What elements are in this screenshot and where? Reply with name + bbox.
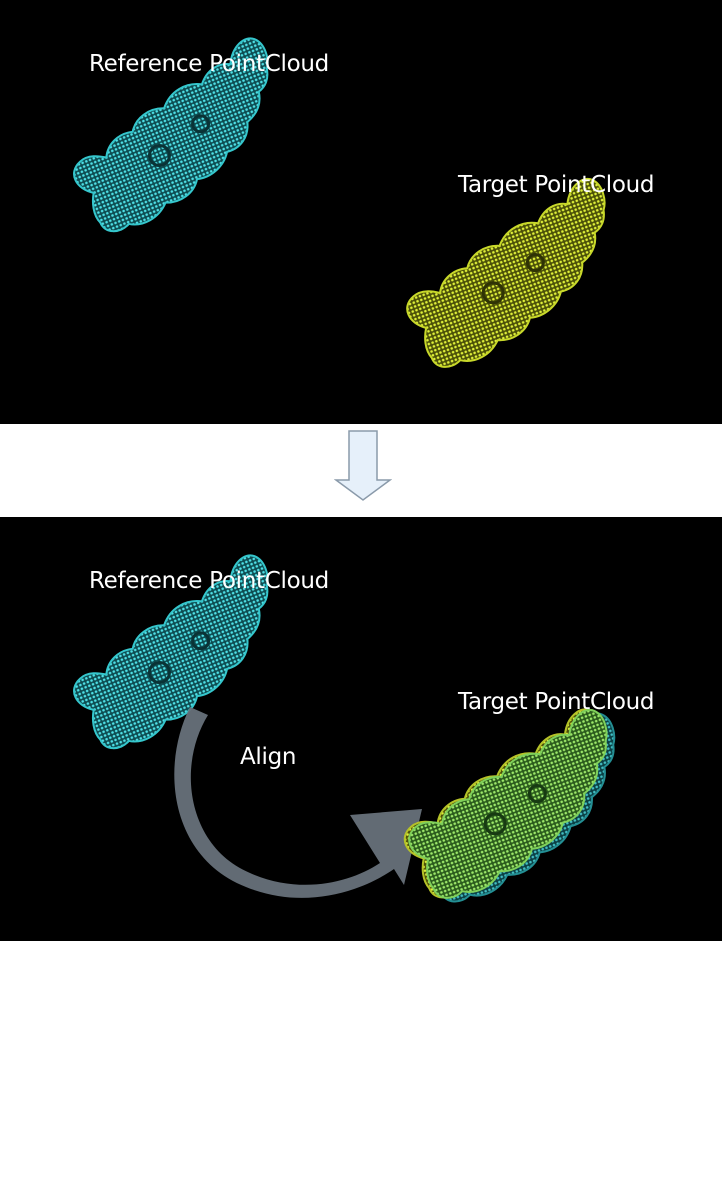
target-label: Target PointCloud (458, 172, 655, 198)
align-arrow-icon (174, 707, 422, 898)
target-label-after: Target PointCloud (458, 689, 655, 715)
down-arrow-icon (334, 430, 392, 501)
target-pointcloud-before (384, 173, 643, 378)
target-pointcloud-after (382, 704, 653, 912)
before-scene (49, 33, 643, 378)
reference-pointcloud-before (49, 33, 310, 242)
after-alignment-panel: Reference PointCloud Target PointCloud A… (0, 517, 722, 941)
reference-label: Reference PointCloud (89, 51, 329, 77)
align-label: Align (240, 744, 297, 770)
before-alignment-panel: Reference PointCloud Target PointCloud (0, 0, 722, 424)
after-scene (49, 550, 653, 912)
reference-pointcloud-after (49, 550, 310, 759)
reference-label-after: Reference PointCloud (89, 568, 329, 594)
